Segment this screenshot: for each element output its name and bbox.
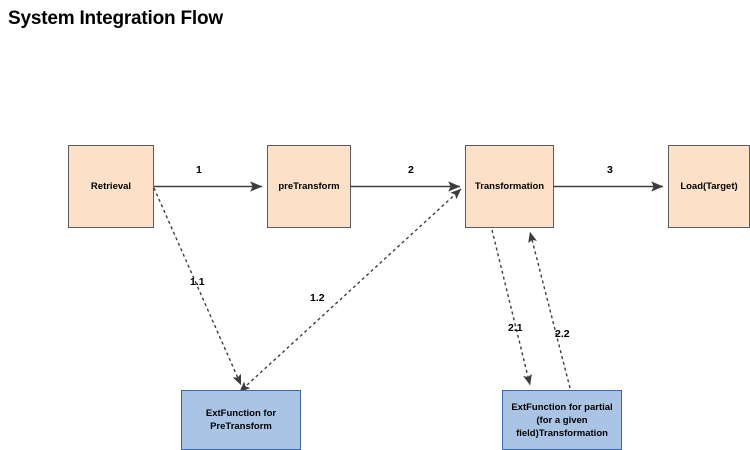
node-transformation[interactable]: Transformation [465,145,554,228]
edge-label-2: 2 [408,164,414,176]
node-retrieval-label: Retrieval [90,181,132,192]
node-ext-function-partial-transformation-label: ExtFunction for partial (for a given fie… [511,401,613,439]
edge-label-2-2: 2.2 [555,328,570,340]
page-title: System Integration Flow [8,8,223,29]
edge-2-2 [528,231,571,389]
node-transformation-label: Transformation [474,181,545,192]
node-load-target[interactable]: Load(Target) [668,145,750,228]
node-pretransform-label: preTransform [278,181,340,192]
node-load-target-label: Load(Target) [680,181,738,192]
node-pretransform[interactable]: preTransform [267,145,351,228]
node-ext-function-partial-transformation[interactable]: ExtFunction for partial (for a given fie… [502,390,622,450]
edge-label-2-1: 2.1 [508,322,523,334]
edge-label-3: 3 [607,164,613,176]
node-ext-function-pretransform[interactable]: ExtFunction for PreTransform [181,390,301,450]
edge-1-2 [239,188,462,392]
edge-label-1-2: 1.2 [310,292,325,304]
node-ext-function-pretransform-label: ExtFunction for PreTransform [205,408,277,432]
node-retrieval[interactable]: Retrieval [68,145,154,228]
edge-label-1: 1 [196,164,202,176]
edge-2-1 [491,229,532,386]
edge-label-1-1: 1.1 [190,276,205,288]
